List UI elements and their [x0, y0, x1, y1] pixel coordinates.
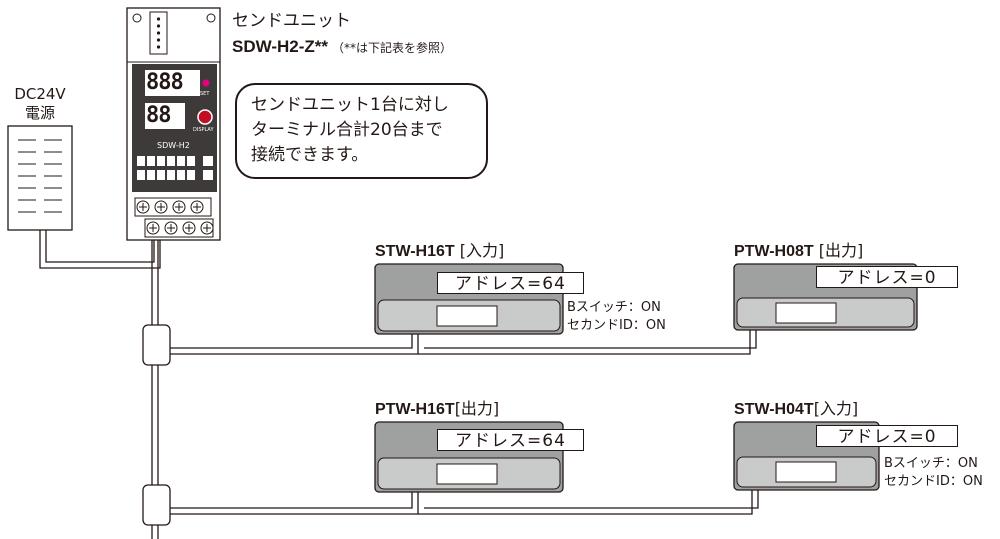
- terminal-1-address: アドレス=64: [437, 272, 584, 294]
- terminal-4-title: STW-H04T[入力]: [734, 401, 858, 418]
- power-supply-label: DC24V 電源: [8, 85, 72, 123]
- unit-display-label: DISPLAY: [193, 127, 214, 133]
- unit-top-display: 888: [146, 70, 184, 95]
- send-unit-model: SDW-H2-Z**: [232, 37, 328, 56]
- terminal-1-notes: Bスイッチ：ON セカンドID：ON: [567, 299, 666, 335]
- terminal-3-title: PTW-H16T[出力]: [375, 401, 499, 418]
- callout-box: センドユニット1台に対し ターミナル合計20台まで 接続できます。: [235, 83, 488, 179]
- send-unit-model-line: SDW-H2-Z** （**は下記表を参照）: [232, 38, 452, 55]
- terminal-4-notes: Bスイッチ：ON セカンドID：ON: [884, 455, 983, 491]
- terminal-1-model: STW-H16T: [375, 243, 455, 260]
- power-supply-graphic: [7, 125, 73, 231]
- callout-line-1: センドユニット1台に対し: [251, 95, 449, 115]
- branch2-to-stw-lower: [424, 490, 759, 509]
- power-cable-inner: [45, 230, 155, 263]
- terminal-2-address: アドレス=0: [816, 266, 958, 288]
- power-supply-voltage: DC24V: [14, 85, 66, 103]
- terminal-1-io: [入力]: [454, 241, 505, 260]
- send-unit-graphic: [126, 7, 221, 241]
- callout-line-2: ターミナル合計20台まで: [251, 120, 443, 140]
- callout-line-3: 接続できます。: [251, 145, 369, 165]
- terminal-1-title: STW-H16T [入力]: [375, 243, 504, 260]
- branch-connector-1: [142, 324, 171, 366]
- terminal-2-title: PTW-H08T [出力]: [734, 243, 863, 260]
- terminal-4-b-switch: Bスイッチ：ON: [884, 456, 978, 471]
- unit-panel-model: SDW-H2: [157, 141, 190, 150]
- power-cable-outer: [39, 230, 161, 269]
- terminal-2-io: [出力]: [813, 241, 864, 260]
- terminal-3-model: PTW-H16T: [375, 401, 455, 418]
- branch2-upper: [170, 490, 413, 509]
- branch2-lower: [170, 490, 419, 515]
- branch1-to-ptw-upper: [418, 330, 751, 355]
- branch-connector-2: [142, 484, 171, 526]
- terminal-3-address: アドレス=64: [437, 429, 584, 451]
- power-supply-name: 電源: [24, 104, 55, 122]
- terminal-ptw-h16t-graphic: [374, 421, 564, 493]
- send-unit-model-note: （**は下記表を参照）: [332, 41, 453, 55]
- unit-set-label: SET: [200, 91, 210, 97]
- terminal-1-second-id: セカンドID：ON: [567, 318, 666, 333]
- branch1-to-ptw-lower: [424, 330, 757, 349]
- terminal-1-b-switch: Bスイッチ：ON: [567, 300, 661, 315]
- terminal-4-second-id: セカンドID：ON: [884, 474, 983, 489]
- terminal-2-model: PTW-H08T: [734, 243, 814, 260]
- branch1-upper: [170, 330, 413, 349]
- terminal-4-model: STW-H04T: [734, 401, 814, 418]
- send-unit-title: センドユニット: [232, 11, 351, 31]
- terminal-3-io: [出力]: [454, 399, 500, 418]
- branch2-to-stw-upper: [418, 490, 753, 515]
- unit-bottom-display: 88: [146, 103, 171, 128]
- terminal-4-address: アドレス=0: [816, 425, 958, 447]
- terminal-4-io: [入力]: [813, 399, 859, 418]
